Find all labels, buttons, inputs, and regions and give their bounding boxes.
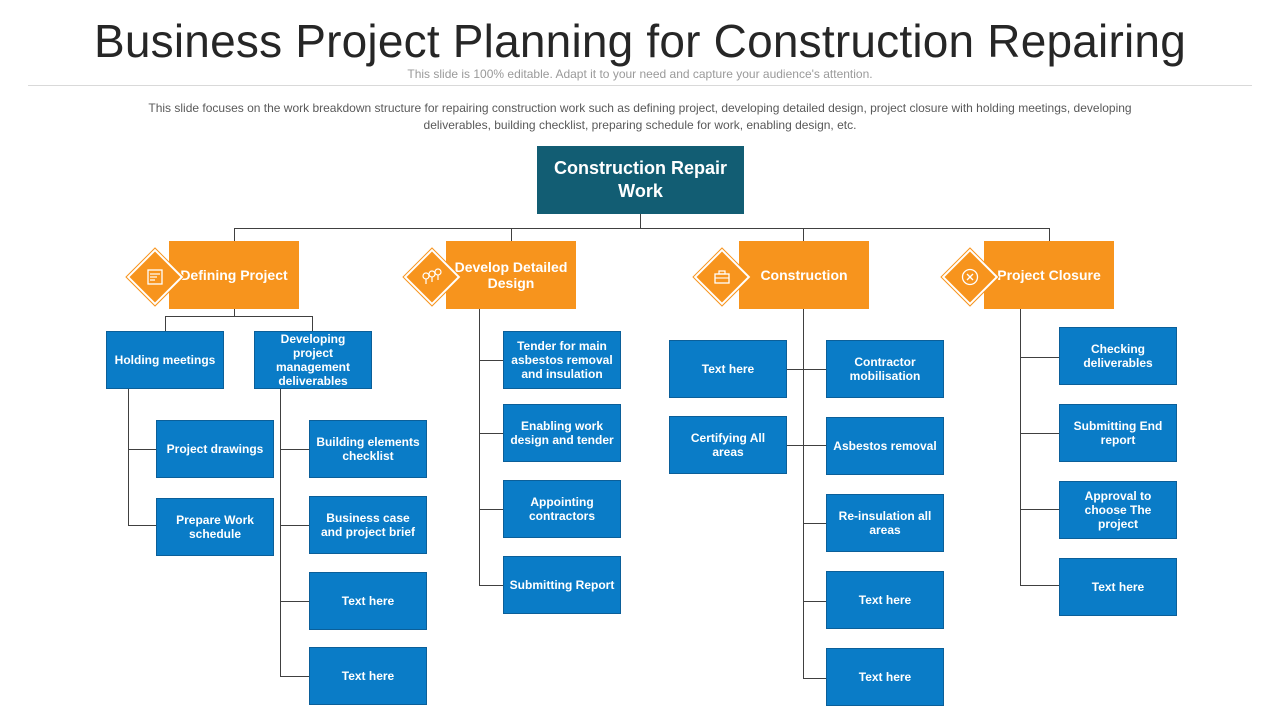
connector <box>479 309 480 585</box>
task-text-placeholder: Text here <box>826 648 944 706</box>
connector <box>803 228 804 241</box>
task-contractor-mobilisation: Contractor mobilisation <box>826 340 944 398</box>
task-text-placeholder: Text here <box>309 572 427 630</box>
lightbulbs-icon <box>419 264 445 290</box>
connector <box>280 676 309 677</box>
connector <box>280 525 309 526</box>
task-text-placeholder: Text here <box>309 647 427 705</box>
connector <box>280 601 309 602</box>
task-prepare-work-schedule: Prepare Work schedule <box>156 498 274 556</box>
connector <box>1020 309 1021 585</box>
connector <box>479 585 503 586</box>
connector <box>128 389 129 525</box>
task-appointing-contractors: Appointing contractors <box>503 480 621 538</box>
connector <box>1020 585 1059 586</box>
connector <box>234 228 235 241</box>
task-text-placeholder: Text here <box>1059 558 1177 616</box>
toolbox-icon <box>709 264 735 290</box>
connector <box>803 678 826 679</box>
connector <box>234 228 1050 229</box>
connector <box>479 509 503 510</box>
task-approval-project: Approval to choose The project <box>1059 481 1177 539</box>
document-chart-icon <box>142 264 168 290</box>
connector <box>787 445 826 446</box>
connector <box>803 523 826 524</box>
description: This slide focuses on the work breakdown… <box>148 101 1132 132</box>
connector <box>165 316 313 317</box>
close-circle-icon <box>957 264 983 290</box>
task-business-case: Business case and project brief <box>309 496 427 554</box>
connector <box>234 309 235 316</box>
connector <box>803 601 826 602</box>
connector <box>165 316 166 331</box>
page-title: Business Project Planning for Constructi… <box>94 15 1186 67</box>
task-text-placeholder: Text here <box>669 340 787 398</box>
connector <box>312 316 313 331</box>
connector <box>1020 509 1059 510</box>
task-checking-deliverables: Checking deliverables <box>1059 327 1177 385</box>
task-submitting-end-report: Submitting End report <box>1059 404 1177 462</box>
connector <box>640 214 641 228</box>
phase-defining-project: Defining Project <box>169 241 299 309</box>
task-text-placeholder: Text here <box>826 571 944 629</box>
root-node: Construction Repair Work <box>537 146 744 214</box>
task-building-checklist: Building elements checklist <box>309 420 427 478</box>
connector <box>787 369 826 370</box>
connector <box>803 309 804 678</box>
phase-develop-detailed-design: Develop Detailed Design <box>446 241 576 309</box>
connector <box>511 228 512 241</box>
task-developing-deliverables: Developing project management deliverabl… <box>254 331 372 389</box>
connector <box>1020 433 1059 434</box>
subtitle: This slide is 100% editable. Adapt it to… <box>407 67 873 81</box>
phase-construction: Construction <box>739 241 869 309</box>
connector <box>479 360 503 361</box>
connector <box>1049 228 1050 241</box>
connector <box>280 389 281 676</box>
task-tender-asbestos: Tender for main asbestos removal and ins… <box>503 331 621 389</box>
task-holding-meetings: Holding meetings <box>106 331 224 389</box>
connector <box>280 449 309 450</box>
task-enabling-work-design: Enabling work design and tender <box>503 404 621 462</box>
phase-project-closure: Project Closure <box>984 241 1114 309</box>
task-project-drawings: Project drawings <box>156 420 274 478</box>
task-certifying-areas: Certifying All areas <box>669 416 787 474</box>
connector <box>1020 357 1059 358</box>
task-asbestos-removal: Asbestos removal <box>826 417 944 475</box>
connector <box>128 449 156 450</box>
task-re-insulation: Re-insulation all areas <box>826 494 944 552</box>
connector <box>128 525 156 526</box>
task-submitting-report: Submitting Report <box>503 556 621 614</box>
connector <box>479 433 503 434</box>
title-divider <box>28 85 1252 86</box>
